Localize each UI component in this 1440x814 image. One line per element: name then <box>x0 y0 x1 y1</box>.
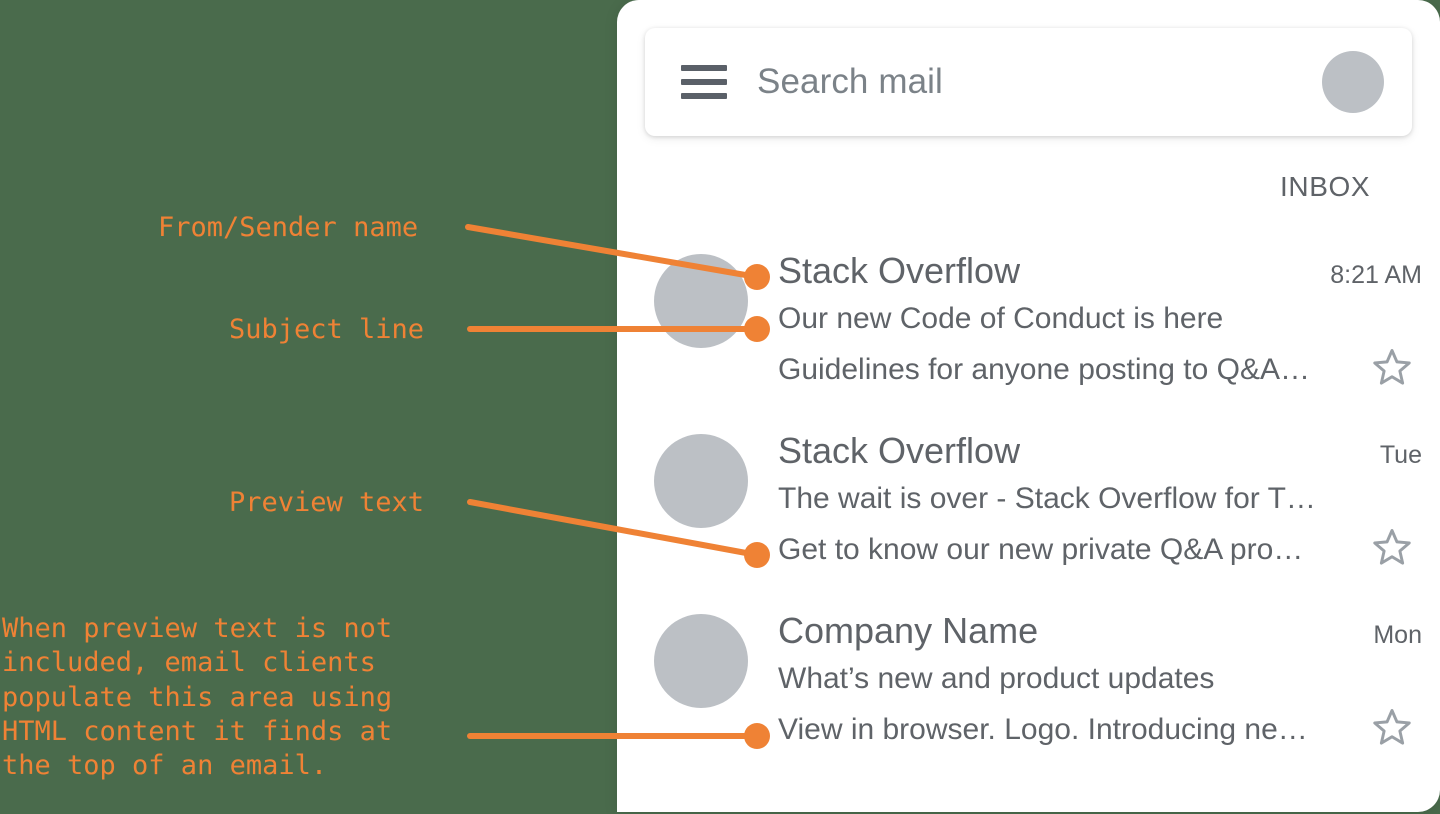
search-bar[interactable]: Search mail <box>645 28 1412 136</box>
email-preview-line: View in browser. Logo. Introducing ne… <box>778 705 1422 754</box>
search-input[interactable]: Search mail <box>757 62 943 101</box>
email-header-line: Company Name Mon <box>778 610 1422 652</box>
hamburger-menu-icon[interactable] <box>681 65 727 99</box>
hamburger-bar-1 <box>681 65 727 71</box>
email-list-item[interactable]: Company Name Mon What’s new and product … <box>617 590 1440 770</box>
annotation-preview-fallback-note: When preview text is not included, email… <box>2 613 393 782</box>
email-timestamp: 8:21 AM <box>1330 261 1422 289</box>
email-list-item[interactable]: Stack Overflow Tue The wait is over - St… <box>617 410 1440 590</box>
email-content: Stack Overflow Tue The wait is over - St… <box>778 410 1422 574</box>
user-avatar[interactable] <box>1322 51 1384 113</box>
hamburger-bar-2 <box>681 79 727 85</box>
inbox-section-label: INBOX <box>1280 171 1371 202</box>
sender-avatar <box>654 434 748 528</box>
email-sender: Company Name <box>778 610 1039 651</box>
star-outline-icon[interactable] <box>1370 345 1414 394</box>
email-preview-line: Get to know our new private Q&A pro… <box>778 525 1422 574</box>
email-list-item[interactable]: Stack Overflow 8:21 AM Our new Code of C… <box>617 230 1440 410</box>
annotation-preview-text: Preview text <box>229 487 425 518</box>
email-preview: Guidelines for anyone posting to Q&A… <box>778 352 1310 386</box>
email-preview-line: Guidelines for anyone posting to Q&A… <box>778 345 1422 394</box>
email-timestamp: Mon <box>1373 621 1422 649</box>
email-sender: Stack Overflow <box>778 430 1021 471</box>
email-sender: Stack Overflow <box>778 250 1021 291</box>
email-preview: View in browser. Logo. Introducing ne… <box>778 712 1308 746</box>
star-outline-icon[interactable] <box>1370 525 1414 574</box>
email-subject: Our new Code of Conduct is here <box>778 302 1224 335</box>
email-content: Stack Overflow 8:21 AM Our new Code of C… <box>778 230 1422 394</box>
email-header-line: Stack Overflow 8:21 AM <box>778 250 1422 292</box>
sender-avatar <box>654 254 748 348</box>
annotation-subject-line: Subject line <box>229 314 425 345</box>
email-header-line: Stack Overflow Tue <box>778 430 1422 472</box>
email-timestamp: Tue <box>1379 441 1422 469</box>
hamburger-bar-3 <box>681 93 727 99</box>
annotation-from-sender-name: From/Sender name <box>158 212 419 243</box>
star-outline-icon[interactable] <box>1370 705 1414 754</box>
email-content: Company Name Mon What’s new and product … <box>778 590 1422 754</box>
email-list: Stack Overflow 8:21 AM Our new Code of C… <box>617 230 1440 770</box>
email-subject: The wait is over - Stack Overflow for T… <box>778 482 1316 515</box>
email-preview: Get to know our new private Q&A pro… <box>778 532 1304 566</box>
email-subject: What’s new and product updates <box>778 662 1215 695</box>
mail-client-panel: Search mail INBOX Stack Overflow 8:21 AM… <box>617 0 1440 812</box>
sender-avatar <box>654 614 748 708</box>
